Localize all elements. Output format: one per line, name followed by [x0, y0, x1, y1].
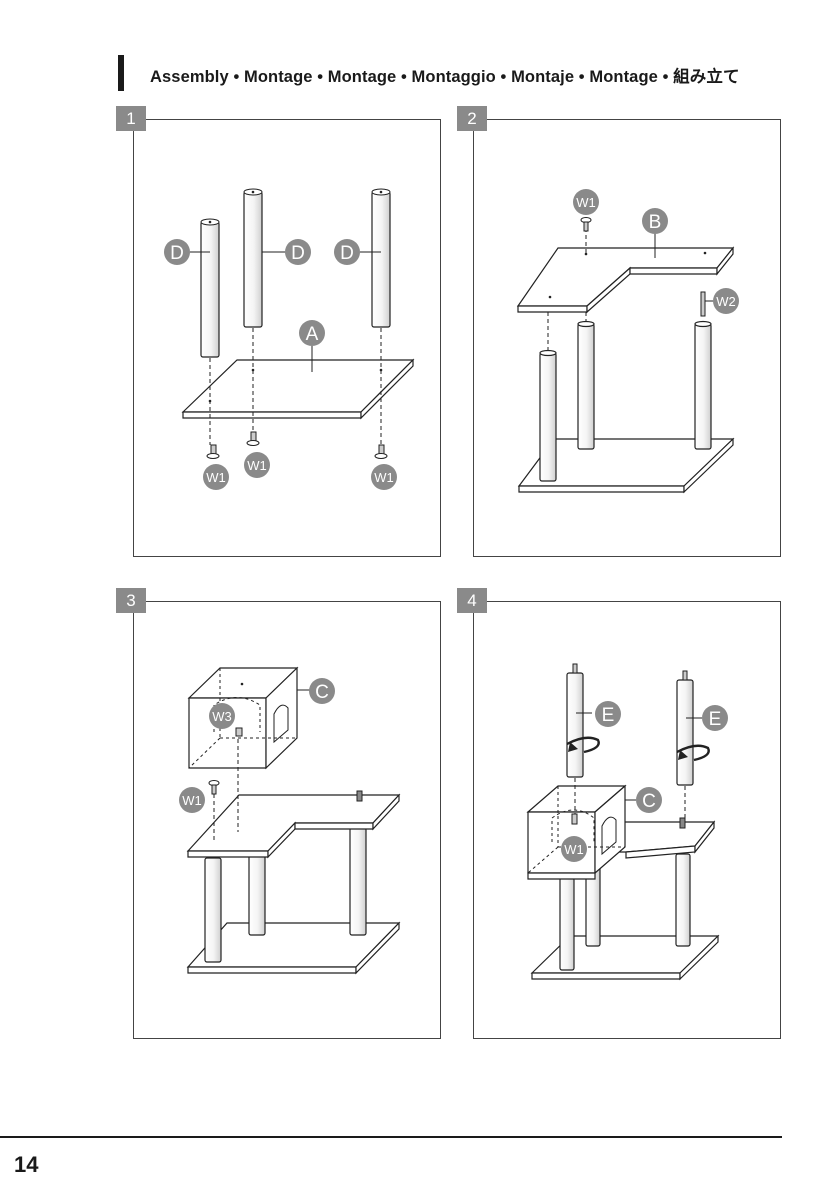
screw-w3-label: W3 [212, 709, 232, 724]
screw-w1 [207, 432, 387, 459]
screw-w1-label: W1 [182, 793, 202, 808]
step-2-diagram: W1 B W2 [474, 120, 782, 558]
part-c-label: C [315, 682, 329, 703]
screw-w1-label: W1 [576, 195, 596, 210]
step-number: 2 [457, 106, 487, 131]
screw-w1-label: W1 [206, 470, 226, 485]
part-b-label: B [649, 212, 662, 233]
part-d-label: D [170, 243, 184, 264]
step-1-diagram: D D D A W1 W1 W1 [134, 120, 442, 558]
cube-c [189, 668, 297, 768]
board-a [183, 360, 413, 418]
screw-w1-label: W1 [564, 842, 584, 857]
pole-d [201, 189, 390, 357]
screw-w2-label: W2 [716, 294, 736, 309]
part-a-label: A [306, 324, 319, 345]
step-1-panel: D D D A W1 W1 W1 [133, 119, 441, 557]
page-title: Assembly • Montage • Montage • Montaggio… [150, 63, 740, 87]
screw-w1-label: W1 [247, 458, 267, 473]
part-e-label: E [709, 709, 722, 730]
cube-c [528, 786, 625, 879]
step-4-diagram: E E C W1 [474, 602, 782, 1040]
page-number: 14 [14, 1152, 38, 1178]
part-d-label: D [340, 243, 354, 264]
board-b [188, 795, 399, 857]
title-accent-bar [118, 55, 124, 91]
step-number: 4 [457, 588, 487, 613]
step-3-panel: C W3 W1 [133, 601, 441, 1039]
step-4-panel: E E C W1 [473, 601, 781, 1039]
part-c-label: C [642, 791, 656, 812]
step-number: 3 [116, 588, 146, 613]
part-d-label: D [291, 243, 305, 264]
step-2-panel: W1 B W2 [473, 119, 781, 557]
part-e-label: E [602, 705, 615, 726]
step-3-diagram: C W3 W1 [134, 602, 442, 1040]
pole-e [567, 664, 693, 785]
screw-w1-label: W1 [374, 470, 394, 485]
footer-rule [0, 1136, 782, 1138]
step-number: 1 [116, 106, 146, 131]
